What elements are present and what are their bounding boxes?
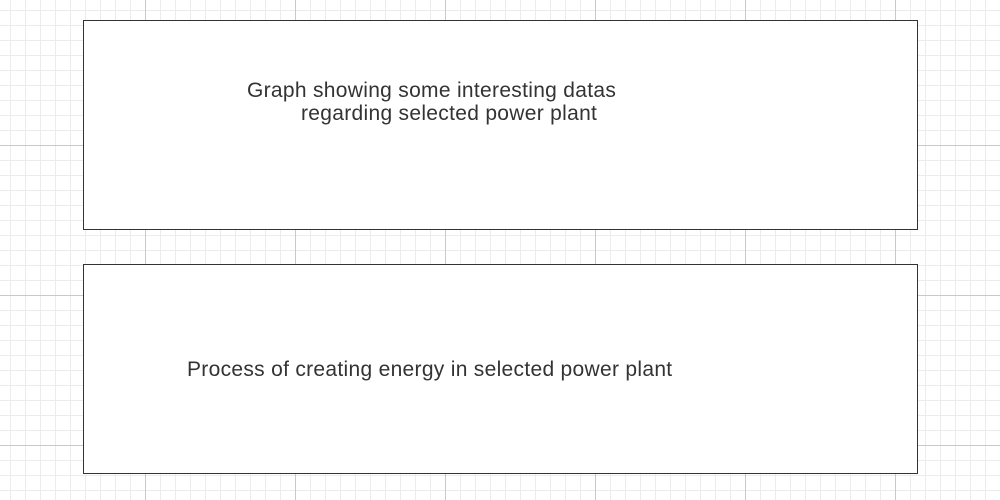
graph-placeholder-text-line-2: regarding selected power plant — [301, 102, 598, 125]
graph-placeholder-box: Graph showing some interesting datas reg… — [83, 20, 918, 230]
graph-placeholder-text-line-1: Graph showing some interesting datas — [247, 79, 617, 102]
process-placeholder-text: Process of creating energy in selected p… — [187, 358, 673, 381]
process-placeholder-box: Process of creating energy in selected p… — [83, 264, 918, 474]
